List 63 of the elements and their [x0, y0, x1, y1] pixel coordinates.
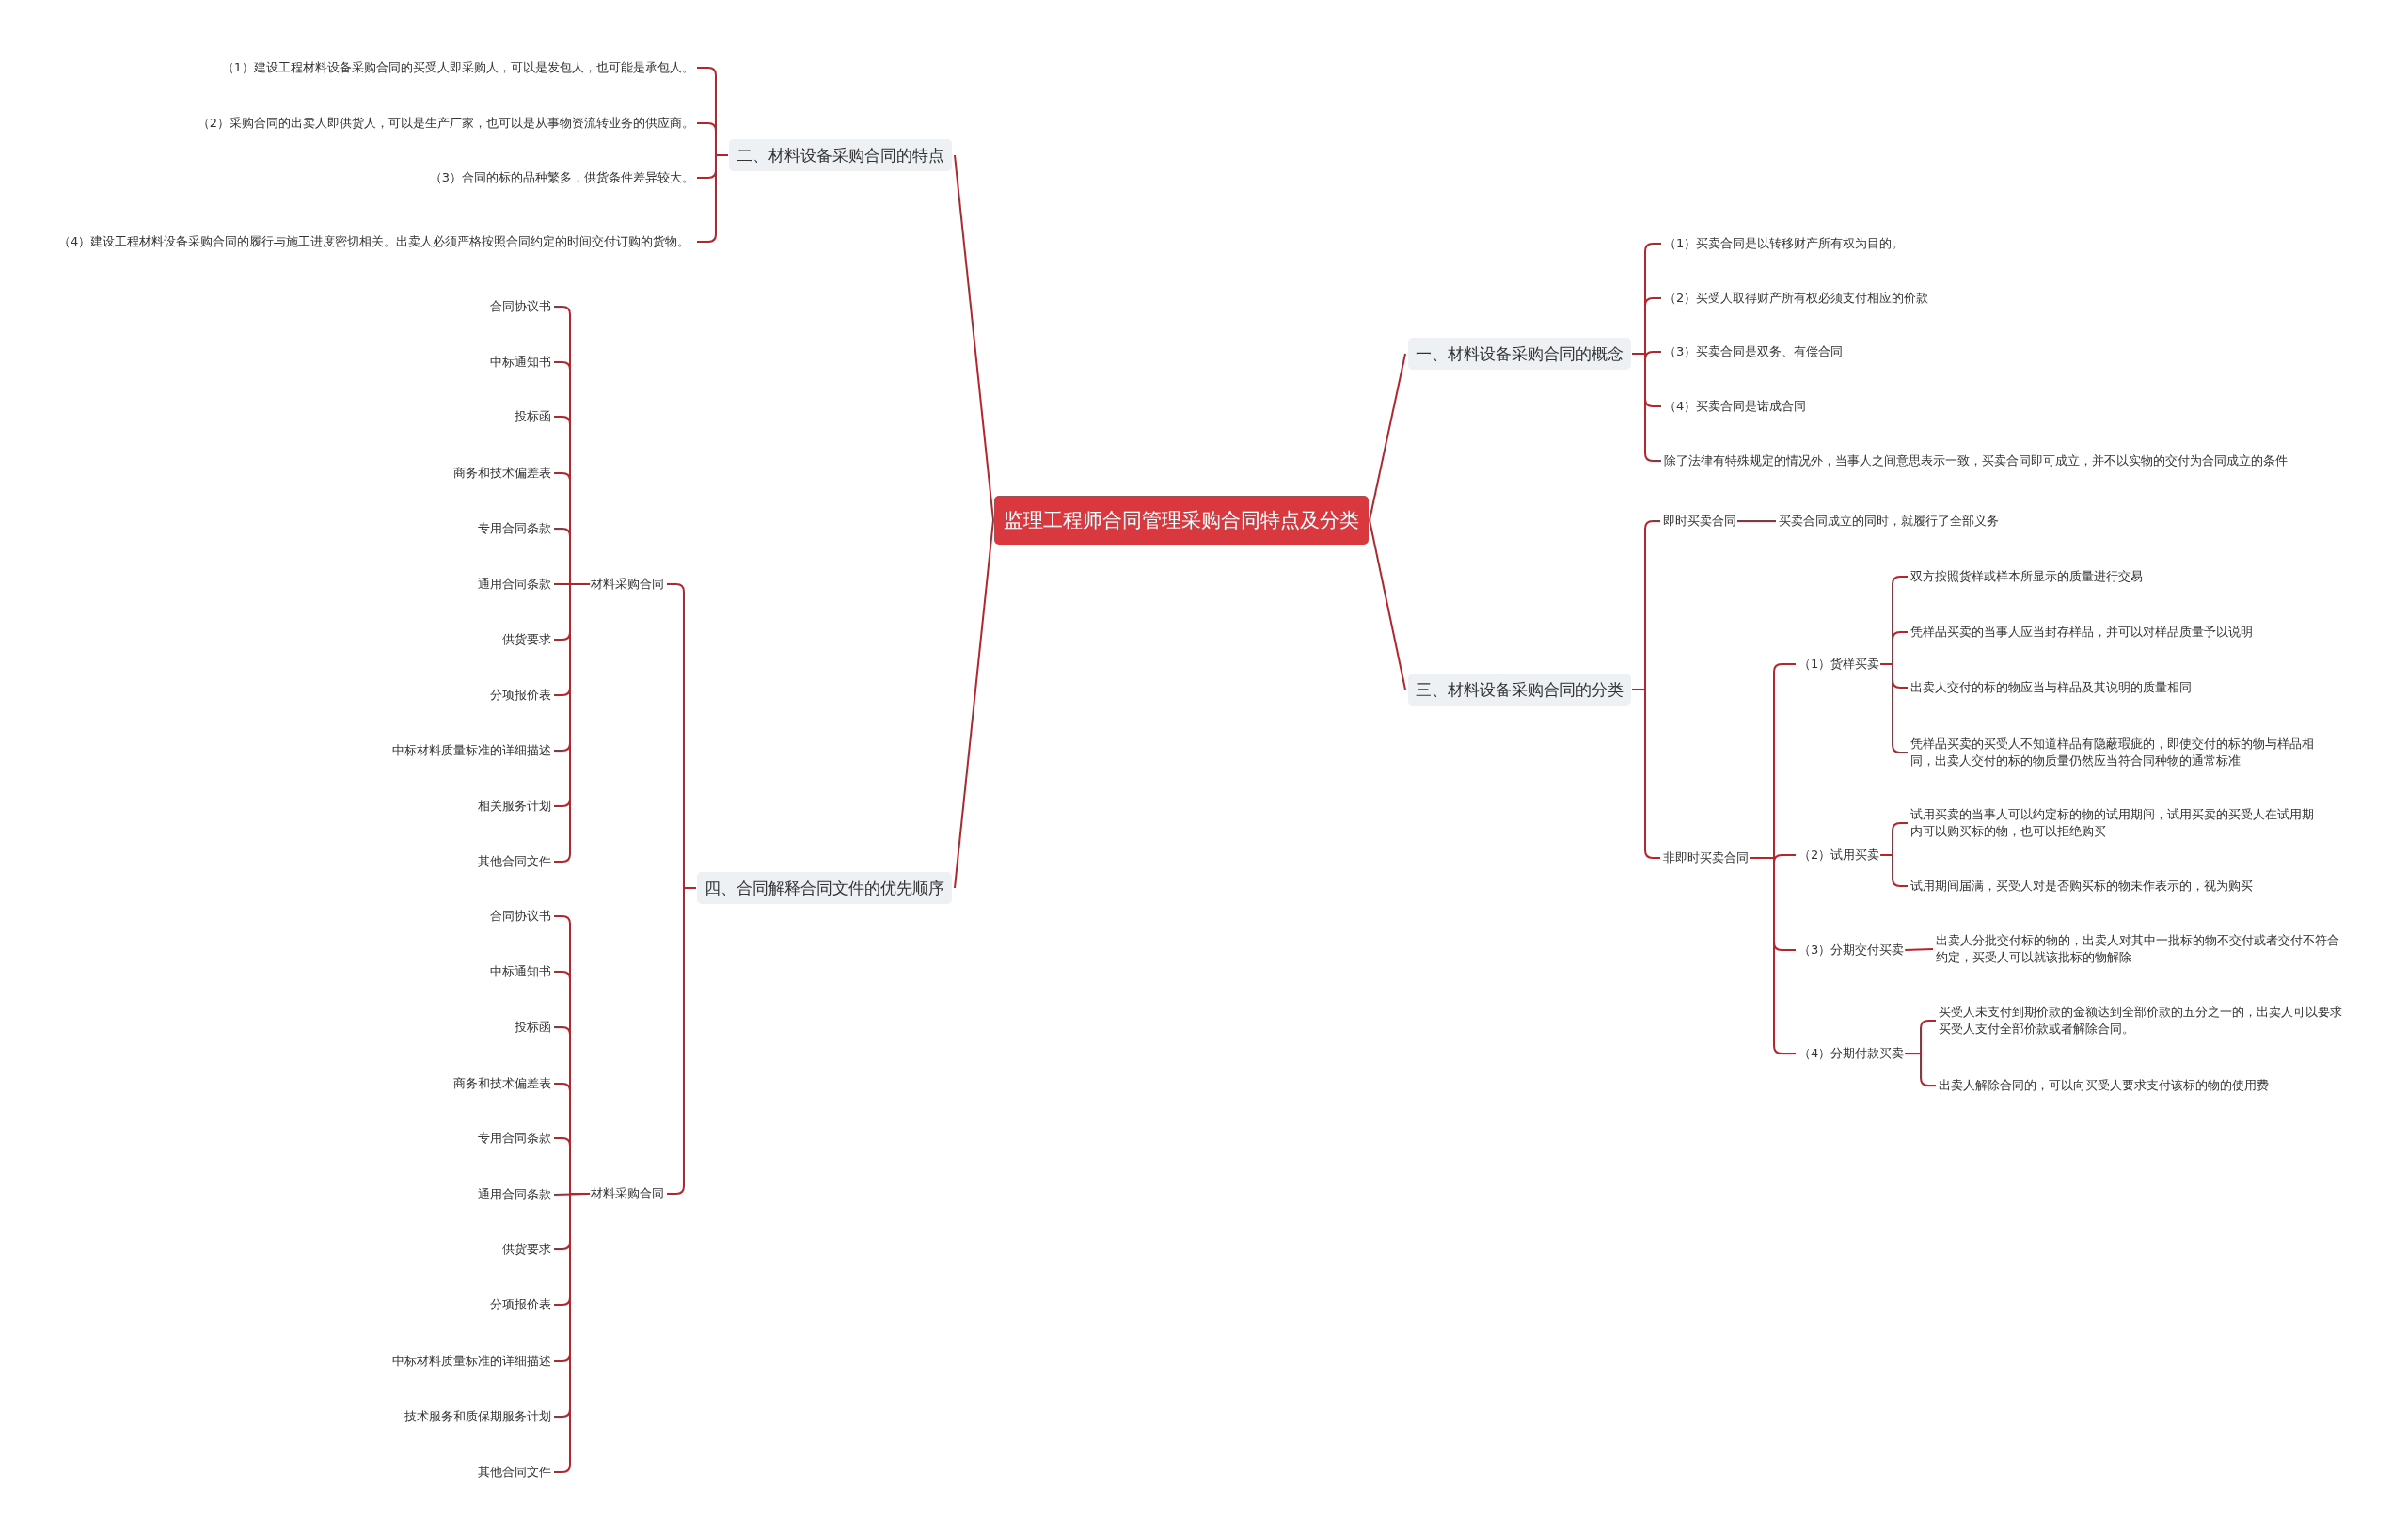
central-topic-box: 监理工程师合同管理采购合同特点及分类	[994, 496, 1369, 545]
connector-line	[954, 154, 994, 521]
branch-text: 分项报价表	[490, 687, 551, 704]
topic-box: 三、材料设备采购合同的分类	[1408, 674, 1631, 706]
branch-text: 供货要求	[502, 631, 551, 648]
branch-text: 买卖合同成立的同时，就履行了全部义务	[1779, 513, 1999, 530]
connector-line	[1904, 948, 1934, 951]
connector-line	[954, 519, 994, 889]
branch-text: （2）采购合同的出卖人即供货人，可以是生产厂家，也可以是从事物资流转业务的供应商。	[197, 115, 694, 132]
branch-text: 凭样品买卖的当事人应当封存样品，并可以对样品质量予以说明	[1910, 624, 2253, 641]
topic-box: 四、合同解释合同文件的优先顺序	[697, 872, 952, 904]
branch-text: 供货要求	[502, 1241, 551, 1258]
branch-text: （1）建设工程材料设备采购合同的买受人即采购人，可以是发包人，也可能是承包人。	[221, 59, 694, 76]
branch-text: 投标函	[515, 1019, 551, 1036]
topic-box: 二、材料设备采购合同的特点	[729, 139, 952, 171]
branch-text: 相关服务计划	[478, 798, 551, 815]
branch-text: （3）合同的标的品种繁多，供货条件差异较大。	[429, 169, 694, 186]
branch-text: 中标通知书	[490, 963, 551, 980]
connector-line	[1879, 854, 1909, 887]
branch-text: 出卖人分批交付标的物的，出卖人对其中一批标的物不交付或者交付不符合约定，买受人可以就该批标的物解除	[1936, 932, 2346, 966]
branch-text: 非即时买卖合同	[1663, 849, 1749, 866]
branch-text: 中标材料质量标准的详细描述	[392, 1353, 551, 1370]
branch-text: 材料采购合同	[591, 1185, 664, 1202]
branch-text: 材料采购合同	[591, 576, 664, 593]
branch-text: 其他合同文件	[478, 1464, 551, 1481]
branch-text: （1）买卖合同是以转移财产所有权为目的。	[1664, 235, 1905, 252]
branch-text: 买受人未支付到期价款的金额达到全部价款的五分之一的，出卖人可以要求买受人支付全部价款或者解除合同。	[1939, 1004, 2349, 1038]
branch-text: 中标材料质量标准的详细描述	[392, 742, 551, 759]
branch-text: （4）买卖合同是诺成合同	[1664, 398, 1807, 415]
connector-line	[1369, 519, 1406, 690]
branch-text: 试用买卖的当事人可以约定标的物的试用期间，试用买卖的买受人在试用期内可以购买标的物，也可以拒绝购买	[1910, 806, 2317, 840]
branch-text: 即时买卖合同	[1663, 513, 1736, 530]
branch-text: （4）分期付款买卖	[1798, 1045, 1905, 1062]
branch-text: （4）建设工程材料设备采购合同的履行与施工进度密切相关。出卖人必须严格按照合同约定的时间交付订购的货物。	[58, 233, 694, 250]
connector-line	[1369, 353, 1406, 521]
branch-text: 通用合同条款	[478, 1186, 551, 1203]
connector-line	[1736, 520, 1777, 522]
branch-text: （2）买受人取得财产所有权必须支付相应的价款	[1664, 290, 1929, 307]
branch-text: 合同协议书	[490, 298, 551, 315]
connector-line	[1904, 1053, 1937, 1086]
branch-text: （1）货样买卖	[1798, 656, 1880, 673]
branch-text: 专用合同条款	[478, 520, 551, 537]
topic-box: 一、材料设备采购合同的概念	[1408, 338, 1631, 370]
branch-text: 投标函	[515, 408, 551, 425]
branch-text: 商务和技术偏差表	[453, 465, 551, 482]
branch-text: 商务和技术偏差表	[453, 1075, 551, 1092]
branch-text: 合同协议书	[490, 908, 551, 925]
branch-text: 中标通知书	[490, 354, 551, 371]
branch-text: （3）分期交付买卖	[1798, 942, 1905, 959]
connector-line	[666, 887, 697, 1195]
branch-text: 其他合同文件	[478, 853, 551, 870]
branch-text: 分项报价表	[490, 1296, 551, 1313]
branch-text: （3）买卖合同是双务、有偿合同	[1664, 343, 1844, 360]
branch-text: 出卖人解除合同的，可以向买受人要求支付该标的物的使用费	[1939, 1077, 2269, 1094]
branch-text: （2）试用买卖	[1798, 847, 1880, 864]
branch-text: 凭样品买卖的买受人不知道样品有隐蔽瑕疵的，即使交付的标的物与样品相同，出卖人交付的标的物质量仍然应当符合同种物的通常标准	[1910, 736, 2317, 769]
branch-text: 双方按照货样或样本所显示的质量进行交易	[1910, 568, 2143, 585]
branch-text: 专用合同条款	[478, 1130, 551, 1147]
branch-text: 除了法律有特殊规定的情况外，当事人之间意思表示一致，买卖合同即可成立，并不以实物的交付为合同成立的条件	[1664, 452, 2288, 469]
branch-text: 技术服务和质保期服务计划	[404, 1408, 551, 1425]
branch-text: 出卖人交付的标的物应当与样品及其说明的质量相同	[1910, 679, 2192, 696]
branch-text: 通用合同条款	[478, 576, 551, 593]
branch-text: 试用期间届满，买受人对是否购买标的物未作表示的，视为购买	[1910, 878, 2253, 895]
